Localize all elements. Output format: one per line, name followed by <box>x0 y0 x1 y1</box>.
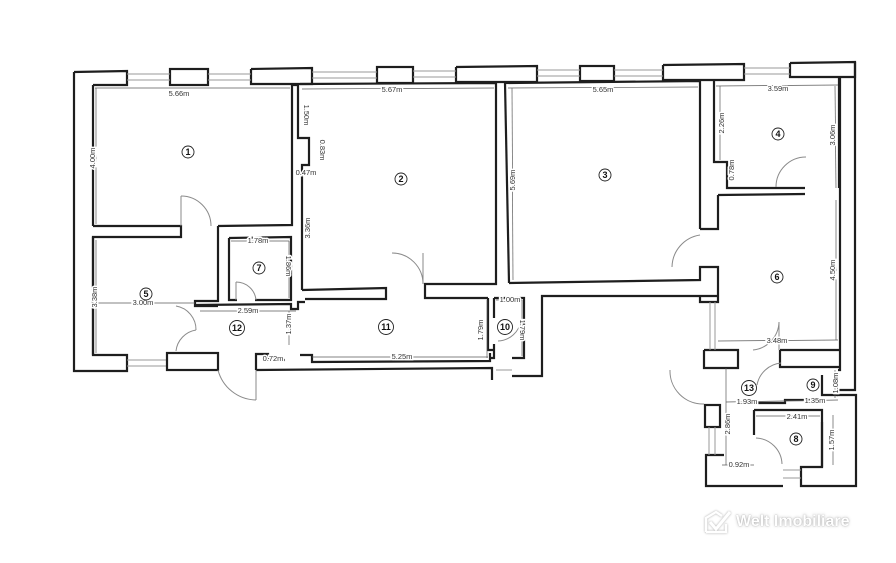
dimension-label: 3.48m <box>767 336 788 345</box>
dimension-lines <box>95 84 839 466</box>
dimension-label: 1.79m <box>518 320 527 341</box>
room-number: 8 <box>793 434 798 444</box>
room-1: 1 <box>181 145 195 159</box>
dimension-label: 5.66m <box>169 89 190 98</box>
dimension-label: 1.08m <box>831 373 840 394</box>
dimension-label: 1.93m <box>737 397 758 406</box>
dimension-label: 1.79m <box>476 320 485 341</box>
room-number-circle <box>394 172 408 186</box>
room-11: 11 <box>378 319 394 335</box>
dimension-label: 4.50m <box>828 260 837 281</box>
room-number-circle <box>771 127 785 141</box>
room-6: 6 <box>770 270 784 284</box>
room-10: 10 <box>497 319 513 335</box>
watermark: Welt Imobiliare <box>704 510 850 534</box>
room-number: 7 <box>256 263 261 273</box>
door-swings <box>175 156 807 465</box>
room-number-circle <box>770 270 784 284</box>
dimension-label: 5.65m <box>593 85 614 94</box>
dimension-label: 2.26m <box>717 113 726 134</box>
room-number: 11 <box>381 322 391 332</box>
room-number-circle <box>181 145 195 159</box>
room-7: 7 <box>252 261 266 275</box>
room-number: 6 <box>774 272 779 282</box>
room-number-circle <box>598 168 612 182</box>
dimension-label: 1.50m <box>302 105 311 126</box>
room-number-circle <box>789 432 803 446</box>
outer-walls <box>72 60 858 488</box>
dimension-label: 4.00m <box>88 148 97 169</box>
room-12: 12 <box>229 320 245 336</box>
room-13: 13 <box>741 380 757 396</box>
dimension-label: 1.37m <box>284 314 293 335</box>
watermark-brand: Welt Imobiliare <box>736 513 850 530</box>
room-number: 2 <box>398 174 403 184</box>
room-number-circle <box>378 319 394 335</box>
room-number: 9 <box>810 380 815 390</box>
room-number: 5 <box>143 289 148 299</box>
room-number-circle <box>139 287 153 301</box>
dimension-label: 2.41m <box>787 412 808 421</box>
room-2: 2 <box>394 172 408 186</box>
room-number: 12 <box>232 323 242 333</box>
room-number: 4 <box>775 129 780 139</box>
dimension-label: 3.06m <box>828 125 837 146</box>
dimension-label: 5.67m <box>382 85 403 94</box>
room-3: 3 <box>598 168 612 182</box>
dimension-label: 2.86m <box>723 414 732 435</box>
dimension-label: 3.38m <box>90 287 99 308</box>
room-number-circle <box>806 378 820 392</box>
dimension-label: 0.92m <box>729 460 750 469</box>
room-number-circle <box>229 320 245 336</box>
room-number: 13 <box>744 383 754 393</box>
interior-walls <box>91 77 841 467</box>
room-9: 9 <box>806 378 820 392</box>
dimension-label: 1.86m <box>284 256 293 277</box>
dimension-label: 0.47m <box>296 168 317 177</box>
dimension-label: 0.78m <box>727 160 736 181</box>
room-4: 4 <box>771 127 785 141</box>
room-number-circle <box>252 261 266 275</box>
room-5: 5 <box>139 287 153 301</box>
dimension-label: 2.59m <box>238 306 259 315</box>
dimension-label: 1.00m <box>500 295 521 304</box>
dimension-label: 5.25m <box>392 352 413 361</box>
dimension-label: 0.83m <box>318 140 327 161</box>
dimension-label: 1.78m <box>248 236 269 245</box>
dimension-label: 1.57m <box>827 430 836 451</box>
dimension-label: 0.72m <box>263 354 284 363</box>
room-number-circle <box>741 380 757 396</box>
room-number: 3 <box>602 170 607 180</box>
room-number: 1 <box>185 147 190 157</box>
room-8: 8 <box>789 432 803 446</box>
dimension-label: 5.69m <box>508 170 517 191</box>
checkmark-house-icon <box>704 510 732 534</box>
dimension-label: 1.35m <box>805 396 826 405</box>
dimension-label: 3.36m <box>303 218 312 239</box>
room-number: 10 <box>500 322 510 332</box>
room-number-circle <box>497 319 513 335</box>
dimension-label: 3.59m <box>768 84 789 93</box>
